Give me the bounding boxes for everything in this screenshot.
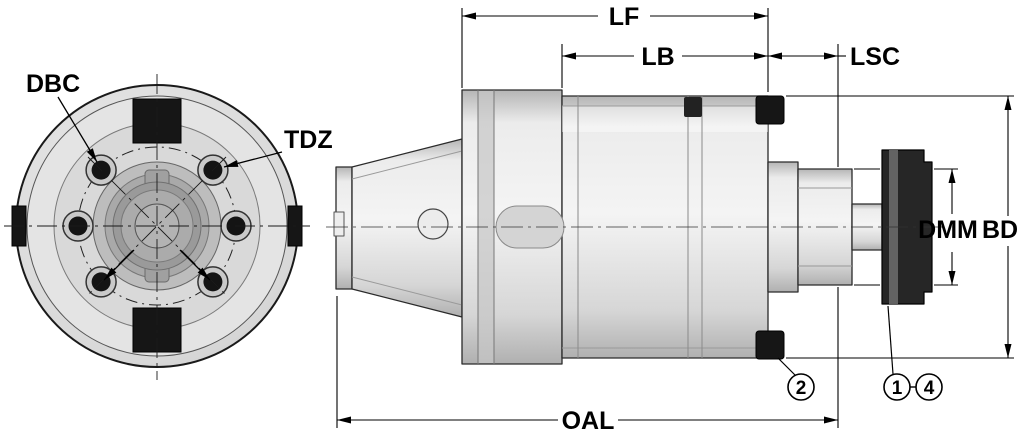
bd-label: BD: [982, 216, 1018, 244]
lf-label: LF: [609, 3, 640, 31]
dbc-leader-arrow: [57, 96, 98, 163]
body-top-pocket: [684, 97, 702, 117]
callout-2-leader: [777, 357, 796, 376]
callout-4-balloon: [915, 373, 943, 401]
callouts: 2 1 4: [777, 305, 943, 401]
callout-1-leader: [887, 305, 894, 375]
oal-label: OAL: [562, 407, 615, 435]
front-view: DBC TDZ: [4, 70, 333, 380]
callout-4-number: 4: [924, 378, 935, 399]
side-view: [326, 89, 944, 365]
callout-1-number: 1: [892, 378, 903, 399]
lb-label: LB: [641, 43, 674, 71]
tdz-label: TDZ: [284, 126, 333, 154]
callout-1-balloon: [883, 373, 911, 401]
taper-highlight-top: [351, 150, 463, 180]
shank-groove-notch: [333, 211, 345, 237]
face-insert-bottom: [755, 330, 785, 360]
tdz-leader-arrow: [223, 151, 283, 168]
front-centerlines: [4, 74, 310, 380]
callout-2-number: 2: [796, 378, 807, 399]
tdz-diameter-arrow: [103, 249, 135, 281]
taper-highlight-bottom: [351, 276, 463, 306]
dmm-label: DMM: [918, 216, 978, 244]
dbc-label: DBC: [26, 70, 80, 98]
body-highlight: [562, 106, 768, 132]
callout-2-balloon: [787, 373, 815, 401]
taper-drive-hole: [417, 208, 449, 240]
lsc-label: LSC: [850, 43, 900, 71]
face-insert-top: [755, 95, 785, 125]
dbc-diameter-arrow: [179, 249, 211, 281]
dimensions: [336, 8, 1014, 428]
